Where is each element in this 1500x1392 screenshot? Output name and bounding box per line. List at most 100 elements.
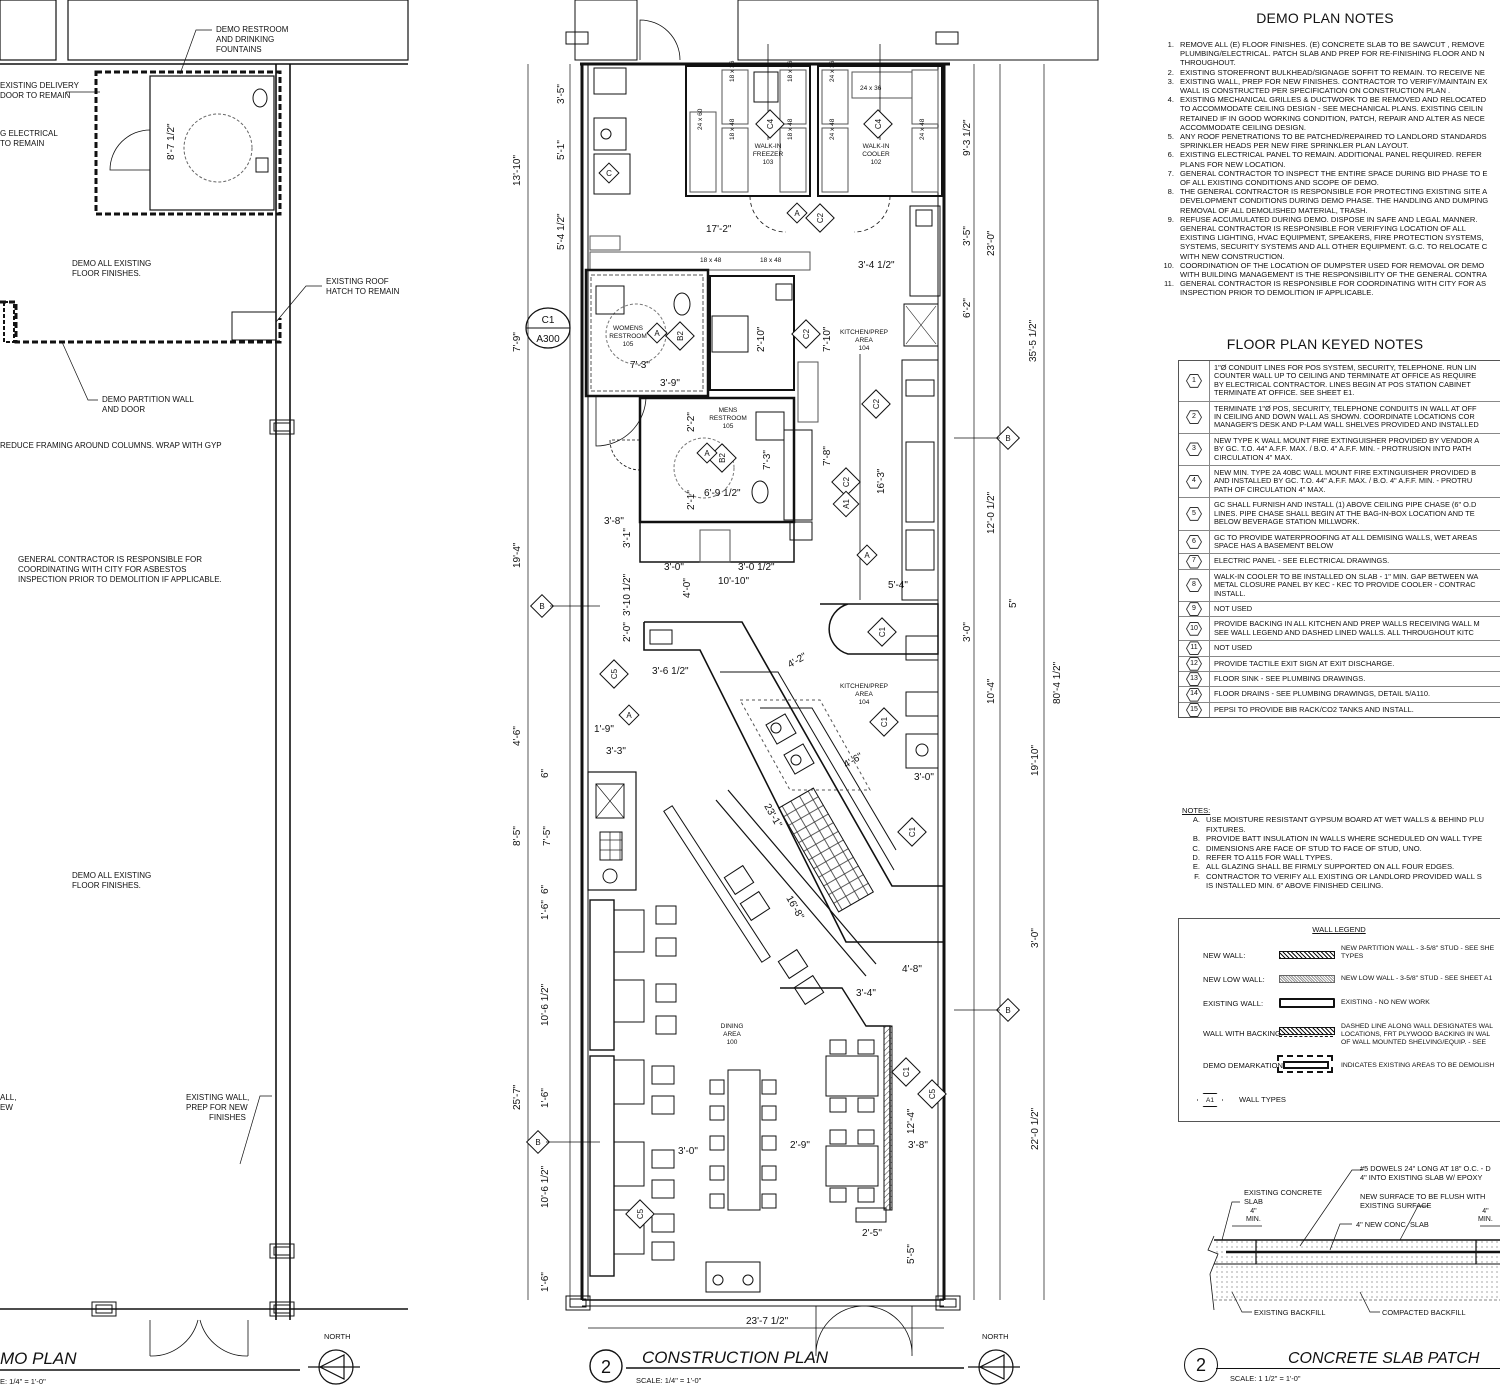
bar-counter-curve bbox=[820, 603, 939, 655]
svg-text:24 x 48: 24 x 48 bbox=[829, 118, 836, 140]
demo-note-number bbox=[1158, 141, 1180, 150]
svg-text:24 x 60: 24 x 60 bbox=[697, 108, 704, 130]
existing-backfill-label: EXISTING BACKFILL bbox=[1254, 1308, 1326, 1317]
demo-note-number bbox=[1158, 104, 1180, 113]
walk-in-freezer bbox=[685, 65, 811, 197]
shelf bbox=[911, 127, 939, 193]
svg-text:17'-2": 17'-2" bbox=[706, 224, 732, 235]
storage-bin bbox=[699, 529, 731, 563]
demo-note-line: DEVELOPMENT CONDITIONS DURING DEMO PHASE… bbox=[1158, 196, 1500, 205]
svg-text:4'-8": 4'-8" bbox=[902, 964, 922, 975]
counter-item bbox=[589, 235, 621, 251]
demo-note-text: SPRINKLER HEADS PER NEW FIRE SPRINKLER P… bbox=[1180, 141, 1409, 151]
demo-note-number: 9. bbox=[1167, 214, 1174, 224]
demo-note-number bbox=[1158, 233, 1180, 242]
hand-sink bbox=[593, 117, 627, 151]
door-swing bbox=[109, 129, 151, 171]
hexagon-tag-icon: 1 bbox=[1186, 373, 1202, 388]
demo-note-line: WITH NEW CONSTRUCTION. bbox=[1158, 252, 1500, 261]
demo-note-text: ANY ROOF PENETRATIONS TO BE PATCHED/REPA… bbox=[1180, 132, 1487, 142]
legend-label: EXISTING WALL: bbox=[1203, 999, 1264, 1008]
keyed-note-number: 7 bbox=[1187, 555, 1201, 568]
rear-door bbox=[639, 19, 681, 61]
equipment-line bbox=[760, 707, 897, 851]
keyed-note-line: ELECTRIC PANEL - SEE ELECTRICAL DRAWINGS… bbox=[1214, 556, 1390, 566]
evaporator bbox=[753, 71, 779, 103]
cook-line bbox=[643, 621, 944, 1211]
counter-edge bbox=[715, 799, 867, 977]
svg-text:B: B bbox=[1005, 1006, 1010, 1015]
hexagon-tag-icon: 15 bbox=[1186, 702, 1202, 717]
svg-text:A: A bbox=[626, 711, 632, 720]
keyed-note-line: NOT USED bbox=[1214, 603, 1253, 613]
keyed-note-number: 1 bbox=[1187, 374, 1201, 387]
svg-text:6'-9 1/2": 6'-9 1/2" bbox=[704, 488, 741, 499]
keyed-note-number-cell: 2 bbox=[1179, 401, 1210, 433]
demo-note-line: SYSTEMS, SECURITY SYSTEMS AND ALL OTHER … bbox=[1158, 242, 1500, 251]
keyed-note-number-cell: 12 bbox=[1179, 656, 1210, 671]
demo-note-text: TO ACCOMMODATE CEILING DESIGN - SEE MECH… bbox=[1180, 104, 1483, 114]
svg-text:C4: C4 bbox=[874, 118, 883, 129]
hand-sink bbox=[915, 209, 933, 227]
plan-title: MO PLAN bbox=[0, 1349, 77, 1368]
keyed-notes-title: FLOOR PLAN KEYED NOTES bbox=[1226, 336, 1424, 352]
columns bbox=[565, 31, 961, 1311]
svg-text:1'-6": 1'-6" bbox=[540, 1272, 551, 1292]
general-notes-header: NOTES: bbox=[1182, 806, 1211, 815]
general-note-line: A.USE MOISTURE RESISTANT GYPSUM BOARD AT… bbox=[1182, 815, 1484, 824]
existing-wall-swatch bbox=[1279, 998, 1335, 1008]
backing-wall bbox=[590, 274, 704, 392]
svg-text:A: A bbox=[794, 209, 800, 218]
demo-note-number bbox=[1158, 288, 1180, 297]
keyed-note-number: 11 bbox=[1187, 642, 1201, 655]
counter-edge bbox=[644, 621, 944, 887]
shelf bbox=[779, 127, 807, 193]
demo-note-line: PLANS FOR NEW LOCATION. bbox=[1158, 160, 1500, 169]
keyed-note-line: GC SHALL FURNISH AND INSTALL (1) ABOVE C… bbox=[1214, 500, 1477, 510]
demo-note-number: 11. bbox=[1164, 279, 1174, 289]
svg-text:C2: C2 bbox=[816, 212, 825, 223]
door-swing bbox=[749, 195, 787, 233]
keyed-note-number: 12 bbox=[1187, 657, 1201, 670]
demo-plan-notes-list: 1.REMOVE ALL (E) FLOOR FINISHES. (E) CON… bbox=[1158, 40, 1500, 298]
svg-text:3'-0": 3'-0" bbox=[664, 562, 684, 573]
demo-note-line: OF ALL EXISTING CONDITIONS AND SCOPE OF … bbox=[1158, 178, 1500, 187]
keyed-note-line: NEW TYPE K WALL MOUNT FIRE EXTINGUISHER … bbox=[1214, 435, 1480, 445]
demo-demarkation-swatch bbox=[1277, 1055, 1333, 1073]
legend-label: DEMO DEMARKATION: bbox=[1203, 1061, 1286, 1070]
mop-sink bbox=[593, 67, 627, 95]
svg-text:C2: C2 bbox=[872, 398, 881, 409]
door-swing bbox=[853, 195, 891, 233]
svg-text:C1: C1 bbox=[908, 826, 917, 837]
general-note-text: IS INSTALLED MIN. 6" ABOVE FINISHED CEIL… bbox=[1206, 881, 1384, 891]
demo-note-text: THROUGHOUT. bbox=[1180, 58, 1236, 68]
svg-text:16'-8": 16'-8" bbox=[783, 894, 805, 922]
svg-text:4'-6": 4'-6" bbox=[512, 726, 523, 746]
svg-text:4'-0": 4'-0" bbox=[682, 578, 693, 598]
svg-text:10'-4": 10'-4" bbox=[986, 678, 997, 704]
roof-hatch bbox=[231, 311, 277, 341]
svg-text:2'-9": 2'-9" bbox=[790, 1140, 810, 1151]
demo-note-number bbox=[1158, 224, 1180, 233]
demo-note-number bbox=[1158, 123, 1180, 132]
hexagon-tag-icon: 8 bbox=[1186, 578, 1202, 593]
keyed-note-text: WALK-IN COOLER TO BE INSTALLED ON SLAB -… bbox=[1210, 570, 1482, 601]
svg-text:3'-3": 3'-3" bbox=[606, 746, 626, 757]
dining-tables bbox=[705, 1039, 887, 1293]
legend-desc: NEW PARTITION WALL - 3-5/8" STUD - SEE S… bbox=[1341, 945, 1495, 960]
svg-text:3'-0": 3'-0" bbox=[678, 1146, 698, 1157]
svg-text:A300: A300 bbox=[536, 334, 560, 345]
keyed-note-line: GC TO PROVIDE WATERPROOFING AT ALL DEMIS… bbox=[1214, 532, 1478, 542]
svg-text:22'-0 1/2": 22'-0 1/2" bbox=[1030, 1107, 1041, 1150]
keyed-note-line: BY GC. T.O. 44" A.F.F. MAX. / B.O. 4" A.… bbox=[1214, 444, 1472, 454]
demo-note-text: EXISTING LIGHTING, HVAC EQUIPMENT, SPEAK… bbox=[1180, 233, 1484, 243]
keyed-note-number: 4 bbox=[1187, 475, 1201, 488]
